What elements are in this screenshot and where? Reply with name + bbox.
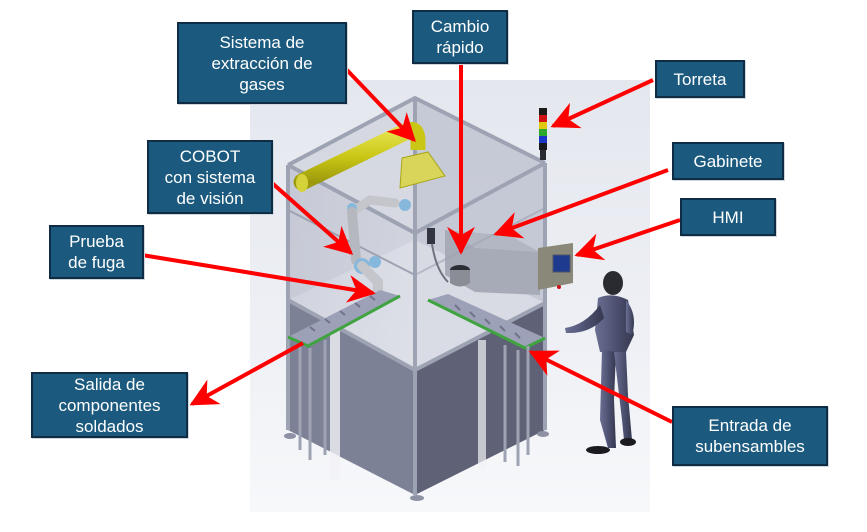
tower-light-segment (539, 129, 547, 136)
operator-figure (565, 271, 636, 454)
label-line: COBOT (179, 146, 241, 166)
label-extraction-system: Sistema de extracción de gases (177, 22, 347, 104)
label-line: gases (239, 74, 285, 94)
label-cobot: COBOT con sistema de visión (147, 140, 273, 214)
label-line: componentes (58, 395, 161, 415)
label-hmi: HMI (680, 198, 776, 236)
label-line: Gabinete (693, 151, 763, 171)
arrow-output (189, 341, 304, 406)
arrow-tower (550, 78, 654, 129)
label-quick-change: Cambio rápido (412, 10, 508, 64)
arrow-cabinet (493, 168, 669, 239)
label-tower: Torreta (655, 60, 745, 98)
label-input: Entrada de subensambles (672, 406, 828, 466)
tower-light-segment (539, 143, 547, 150)
tower-light (539, 108, 547, 160)
label-line: Salida de (74, 374, 145, 394)
label-line: Prueba (69, 232, 124, 251)
label-line: de fuga (68, 253, 125, 272)
arrow-input (528, 350, 673, 424)
tower-light-base (540, 150, 546, 160)
label-line: HMI (712, 207, 744, 227)
quick-change-tool (427, 228, 470, 287)
label-line: Entrada de (708, 416, 792, 435)
arrow-leak-test (141, 253, 376, 303)
label-line: de visión (176, 188, 244, 208)
enclosure-lower-panels (288, 300, 545, 495)
label-line: extracción de (211, 53, 313, 73)
output-conveyor (287, 290, 401, 460)
tower-light-segment (539, 136, 547, 143)
label-line: Torreta (673, 69, 727, 89)
label-line: rápido (436, 38, 484, 57)
label-line: con sistema (164, 167, 256, 187)
label-line: soldados (75, 416, 144, 436)
label-output: Salida de componentes soldados (31, 372, 188, 438)
callout-arrows (141, 63, 681, 424)
label-line: Sistema de (219, 32, 305, 52)
label-cabinet: Gabinete (672, 142, 784, 180)
arrow-cobot (270, 181, 354, 255)
arrow-hmi (574, 218, 681, 261)
hmi-panel (538, 243, 573, 290)
input-conveyor (427, 294, 546, 466)
tower-light-segment (539, 115, 547, 122)
label-line: subensambles (695, 437, 805, 456)
tower-light-segment (539, 108, 547, 115)
frame-feet (284, 431, 549, 501)
arrow-extraction (343, 66, 416, 143)
tower-light-segment (539, 122, 547, 129)
label-line: Cambio (430, 17, 490, 36)
label-leak-test: Prueba de fuga (49, 225, 144, 279)
